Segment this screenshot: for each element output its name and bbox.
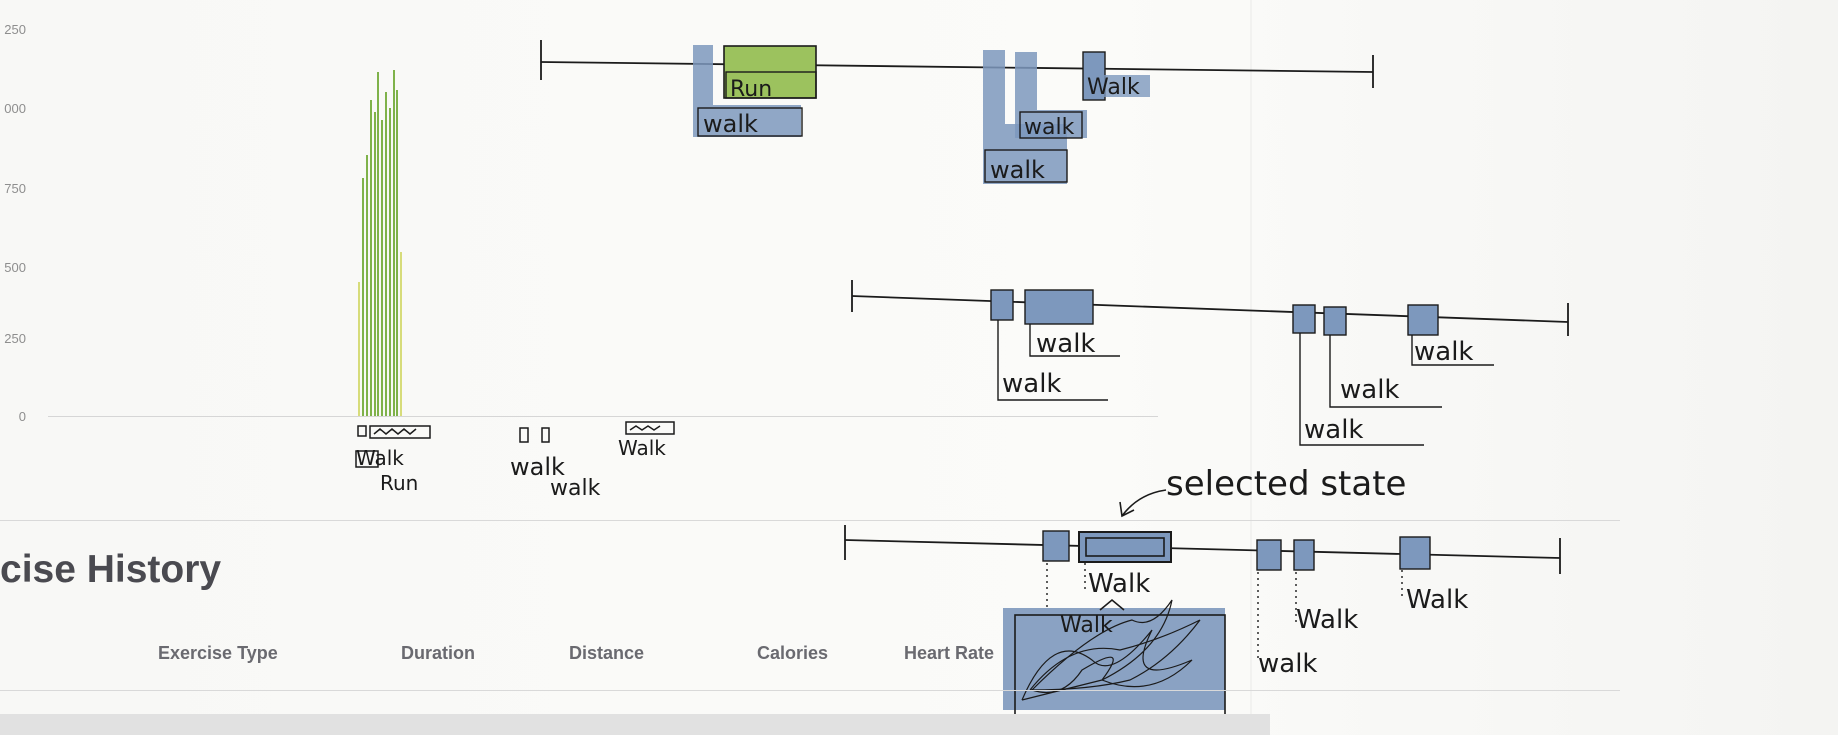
y-tick-label: 500	[4, 260, 26, 275]
doodle-label-walk: walk	[550, 476, 601, 501]
timeline-sketch-2	[851, 280, 1569, 446]
walk-label: walk	[1304, 415, 1363, 445]
walk-label: Walk	[1087, 75, 1140, 100]
walk-label: Walk	[1406, 585, 1468, 615]
doodle-label-walk: Walk	[356, 446, 404, 470]
doodle-label-walk: walk	[510, 453, 565, 481]
table-row[interactable]	[0, 714, 1270, 735]
section-title: cise History	[0, 548, 222, 591]
table-header-divider	[0, 690, 1620, 691]
walk-label: walk	[1002, 369, 1061, 399]
column-header-heart-rate[interactable]: Heart Rate	[904, 643, 995, 663]
mini-doodles	[355, 421, 675, 468]
doodle-label-walk: Walk	[618, 436, 666, 460]
walk-label: Walk	[1060, 613, 1113, 638]
run-label: Run	[730, 77, 772, 102]
walk-label: walk	[990, 156, 1045, 184]
y-tick-label: 250	[4, 331, 26, 346]
activity-bars	[358, 70, 402, 416]
doodle-label-run: Run	[380, 471, 418, 495]
column-header-exercise-type[interactable]: Exercise Type	[158, 643, 278, 663]
walk-label: walk	[1414, 337, 1473, 367]
column-header-distance[interactable]: Distance	[569, 643, 645, 663]
chart-baseline	[48, 416, 1158, 417]
timeline-sketch-1	[540, 40, 1374, 184]
section-divider	[0, 520, 1620, 521]
walk-label: walk	[1024, 115, 1075, 140]
walk-label: walk	[1036, 329, 1095, 359]
y-tick-label: 250	[4, 22, 26, 37]
timeline-sketch-3	[844, 525, 1561, 718]
selected-state-note: selected state	[1166, 464, 1406, 504]
walk-label: Walk	[1296, 605, 1358, 635]
walk-label: walk	[1258, 649, 1317, 679]
walk-label: Walk	[1088, 569, 1150, 599]
y-tick-label: 000	[4, 101, 26, 116]
y-tick-label: 750	[4, 181, 26, 196]
y-tick-label: 0	[18, 409, 26, 424]
walk-label: walk	[1340, 375, 1399, 405]
walk-label: walk	[703, 110, 758, 138]
column-header-duration[interactable]: Duration	[401, 643, 475, 663]
column-header-calories[interactable]: Calories	[757, 643, 829, 663]
